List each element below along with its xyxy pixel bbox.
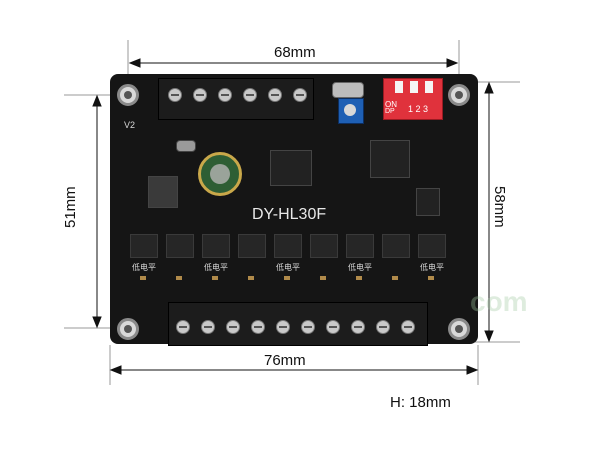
left-height-label: 51mm: [62, 186, 79, 228]
dip-toggle-icon: [395, 81, 403, 93]
ic-chip: [270, 150, 312, 186]
relay-channel: [238, 234, 266, 258]
mounting-hole-top-right: [448, 84, 470, 106]
top-width-label: 68mm: [274, 44, 316, 61]
relay-channel: [382, 234, 410, 258]
relay-channel: [274, 234, 302, 258]
relay-channel: [166, 234, 194, 258]
terminal-screw-icon: [251, 320, 265, 334]
board-version-label: V2: [124, 120, 136, 130]
relay-channel: [130, 234, 158, 258]
crystal: [176, 140, 196, 152]
relay-level-label: 低电平: [132, 263, 156, 272]
terminal-screw-icon: [293, 88, 307, 102]
mounting-hole-top-left: [117, 84, 139, 106]
right-height-label: 58mm: [491, 186, 508, 228]
smd-component: [392, 276, 398, 280]
height-note: H: 18mm: [390, 394, 451, 411]
terminal-screw-icon: [401, 320, 415, 334]
potentiometer-knob-icon: [344, 104, 356, 116]
smd-component: [356, 276, 362, 280]
terminal-screw-icon: [226, 320, 240, 334]
relay-level-label: 低电平: [348, 263, 372, 272]
capacitor-top-icon: [210, 164, 230, 184]
capacitor: [198, 152, 242, 196]
voltage-regulator: [148, 176, 178, 208]
board-model-label: DY-HL30F: [252, 206, 327, 223]
relay-channel: [346, 234, 374, 258]
terminal-screw-icon: [326, 320, 340, 334]
terminal-screw-icon: [268, 88, 282, 102]
terminal-screw-icon: [176, 320, 190, 334]
smd-component: [140, 276, 146, 280]
terminal-screw-icon: [193, 88, 207, 102]
top-terminal-block: [158, 78, 314, 120]
dip-number-labels: 1 2 3: [408, 104, 429, 114]
mounting-hole-bottom-left: [117, 318, 139, 340]
relay-level-label: 低电平: [420, 263, 444, 272]
relay-channel: [418, 234, 446, 258]
usb-port: [332, 82, 364, 98]
terminal-screw-icon: [276, 320, 290, 334]
dip-toggle-icon: [410, 81, 418, 93]
smd-component: [320, 276, 326, 280]
bottom-width-label: 76mm: [264, 352, 306, 369]
terminal-screw-icon: [351, 320, 365, 334]
ic-chip: [370, 140, 410, 178]
terminal-screw-icon: [168, 88, 182, 102]
dip-toggle-icon: [425, 81, 433, 93]
relay-level-label: 低电平: [276, 263, 300, 272]
smd-component: [428, 276, 434, 280]
relay-channel: [202, 234, 230, 258]
terminal-screw-icon: [218, 88, 232, 102]
dip-dp-label: DP: [385, 108, 395, 115]
watermark: com: [470, 286, 528, 317]
smd-component: [284, 276, 290, 280]
terminal-screw-icon: [243, 88, 257, 102]
dip-on-label: ON: [385, 100, 397, 109]
terminal-screw-icon: [376, 320, 390, 334]
ic-chip: [416, 188, 440, 216]
terminal-screw-icon: [301, 320, 315, 334]
terminal-screw-icon: [201, 320, 215, 334]
relay-channel: [310, 234, 338, 258]
mounting-hole-bottom-right: [448, 318, 470, 340]
smd-component: [176, 276, 182, 280]
relay-level-label: 低电平: [204, 263, 228, 272]
smd-component: [248, 276, 254, 280]
smd-component: [212, 276, 218, 280]
